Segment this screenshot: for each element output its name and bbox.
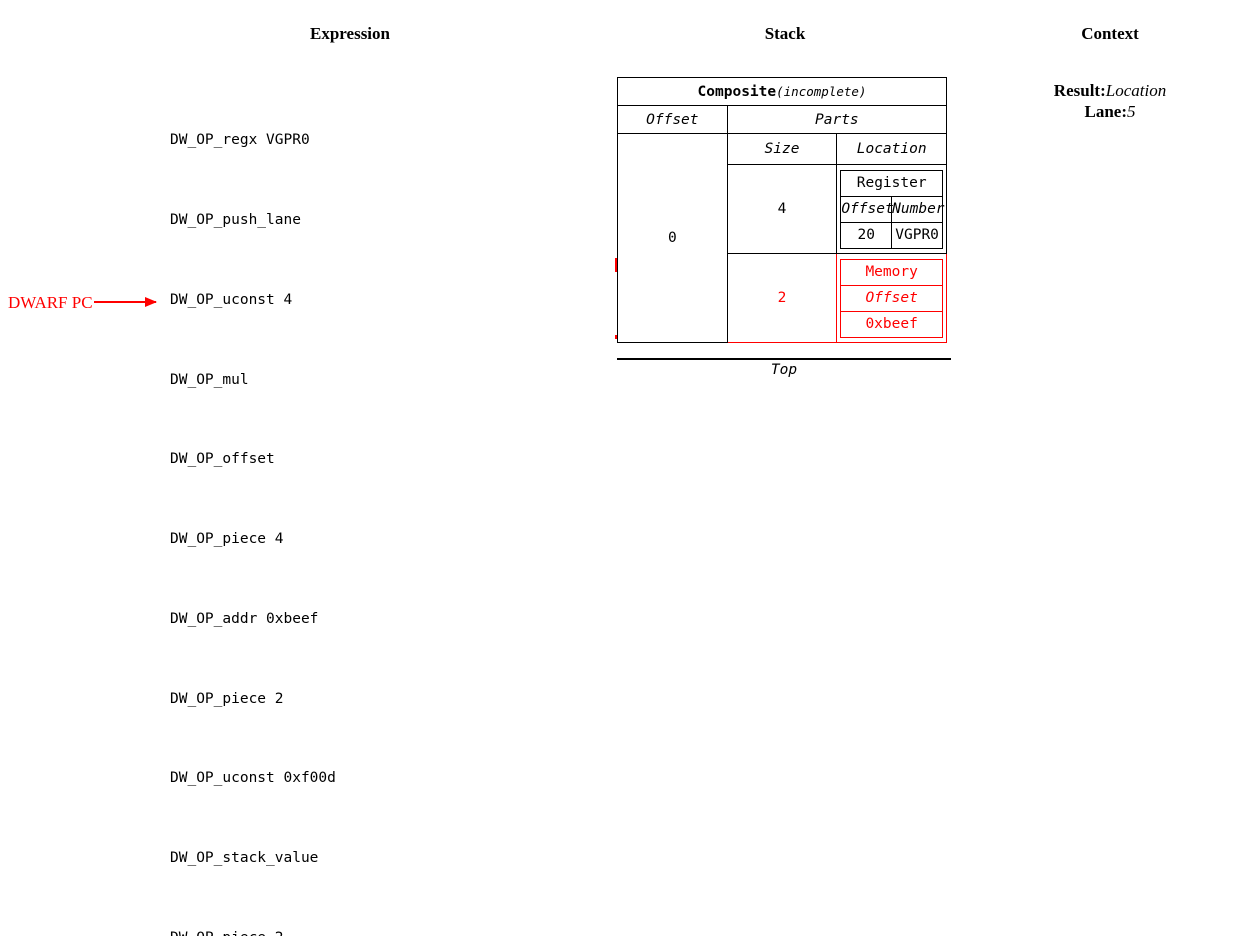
expression-line: DW_OP_uconst 4 (170, 291, 293, 308)
table-row-header-2: 0 Size Location (617, 133, 947, 343)
page-title-expression: Expression (310, 24, 390, 43)
part-location-cell: Register Offset Number 20 VGPR0 (836, 164, 947, 254)
memory-offset-value: 0xbeef (840, 310, 943, 338)
table-row: Memory (840, 258, 943, 286)
column-header-location: Location (836, 133, 947, 165)
composite-title-cell: Composite(incomplete) (617, 77, 947, 106)
register-number-header: Number (891, 195, 945, 223)
expression-list: DW_OP_regx VGPR0 DW_OP_push_lane DW_OP_u… (170, 74, 336, 936)
table-row: Offset (840, 284, 943, 312)
part-size-value-highlighted: 2 (726, 253, 838, 343)
table-row: 0xbeef (840, 310, 943, 338)
stack-top-rule (617, 358, 951, 361)
part-location-cell-highlighted: Memory Offset 0xbeef (836, 253, 947, 343)
context-block: Result:Location Lane:5 (1000, 80, 1220, 122)
expression-line: DW_OP_push_lane (170, 211, 301, 228)
location-memory-table: Memory Offset 0xbeef (840, 258, 943, 338)
table-row: Register (840, 169, 943, 197)
context-row-lane: Lane:5 (1000, 101, 1220, 122)
dwarf-pc-marker: DWARF PC (8, 291, 157, 313)
table-row-title: Composite(incomplete) (617, 77, 947, 106)
expression-line: DW_OP_uconst 0xf00d (170, 770, 336, 787)
context-value-result: Location (1105, 81, 1167, 100)
stack-diagram: Composite(incomplete) Offset Parts 0 Siz… (615, 77, 951, 378)
expression-line: DW_OP_piece 2 (170, 690, 284, 707)
column-header-parts: Parts (726, 105, 948, 134)
expression-line: DW_OP_regx VGPR0 (170, 132, 310, 149)
memory-offset-header: Offset (840, 284, 943, 312)
stack-top-label: Top (770, 362, 798, 378)
table-row-part-register: 4 Register Offset Number 20 VGPR0 (618, 164, 947, 254)
register-offset-header: Offset (840, 195, 894, 223)
composite-title: Composite (697, 83, 777, 100)
context-row-result: Result:Location (1000, 80, 1220, 101)
expression-line: DW_OP_piece 2 (170, 925, 336, 936)
dwarf-pc-label: DWARF PC (8, 292, 93, 312)
table-row: Offset Number (840, 195, 945, 223)
offset-value-cell: 0 (617, 133, 728, 343)
table-row-part-memory: 2 Memory Offset 0xbeef (618, 253, 947, 343)
page-title-context: Context (1081, 24, 1139, 43)
expression-line: DW_OP_offset (170, 451, 275, 468)
register-offset-value: 20 (840, 221, 893, 249)
expression-line: DW_OP_mul (170, 371, 249, 388)
expression-line: DW_OP_addr 0xbeef (170, 610, 319, 627)
expression-line: DW_OP_piece 4 (170, 531, 284, 548)
page-title-stack: Stack (764, 24, 806, 43)
context-key-lane: Lane: (1084, 102, 1128, 121)
location-kind-label: Memory (840, 258, 943, 286)
stack-entry-composite: Composite(incomplete) Offset Parts 0 Siz… (617, 77, 948, 343)
location-kind-label: Register (840, 169, 943, 197)
context-value-lane: 5 (1127, 102, 1136, 121)
part-size-value: 4 (726, 164, 838, 254)
table-row: 20 VGPR0 (840, 221, 943, 249)
location-register-table: Register Offset Number 20 VGPR0 (840, 169, 945, 249)
column-header-size: Size (726, 133, 838, 165)
composite-title-note: (incomplete) (776, 83, 867, 99)
column-header-offset: Offset (617, 105, 728, 134)
register-number-value: VGPR0 (891, 221, 943, 249)
arrow-right-icon (93, 296, 157, 307)
context-key-result: Result: (1053, 81, 1106, 100)
highlight-tick-lower (615, 335, 617, 339)
table-row-header-1: Offset Parts (617, 105, 948, 134)
expression-line: DW_OP_stack_value (170, 850, 319, 867)
highlight-tick-upper (615, 258, 617, 272)
